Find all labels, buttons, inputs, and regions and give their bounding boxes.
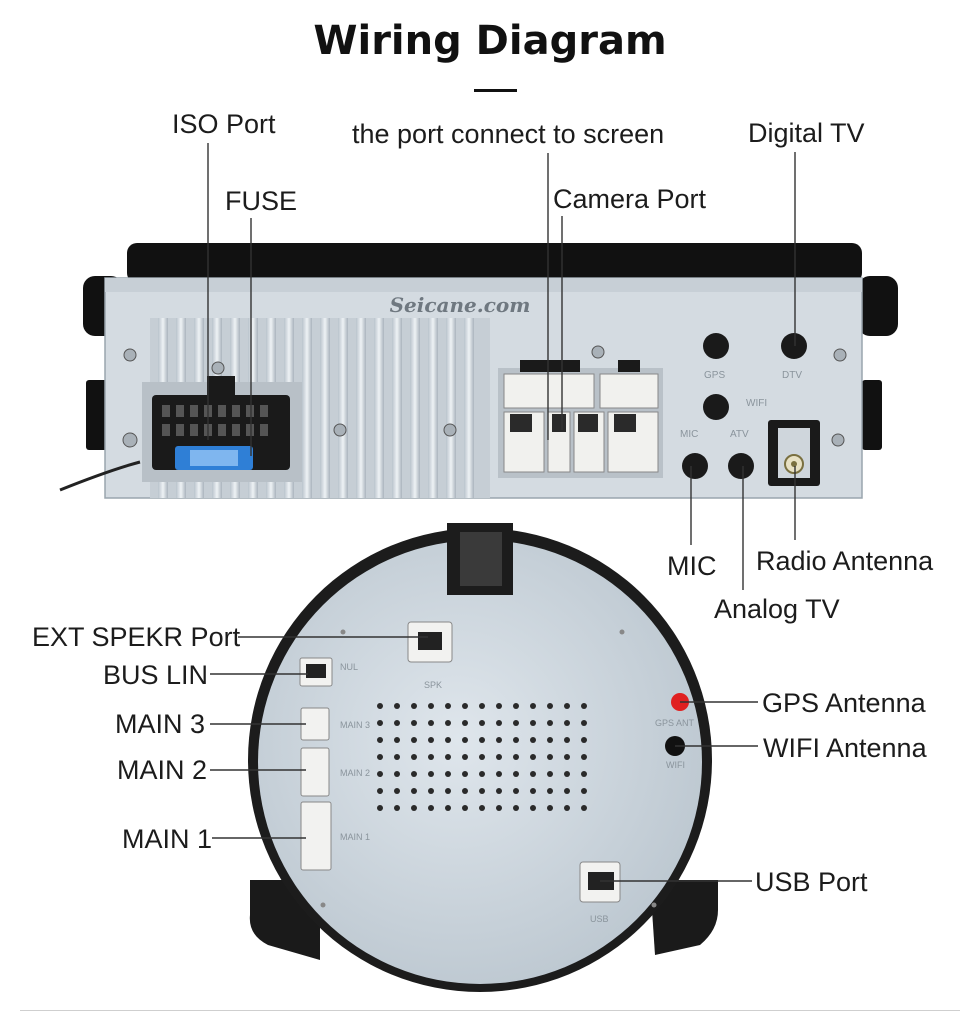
wifi-jack [703, 394, 729, 420]
seicane-watermark: Seicane.com [390, 293, 531, 317]
label-digital-tv: Digital TV [748, 118, 865, 148]
atv-jack [728, 453, 754, 479]
label-ext-spekr-port: EXT SPEKR Port [32, 622, 241, 652]
radio-unit-back: Seicane.com [59, 243, 898, 499]
atv-marking: ATV [730, 429, 749, 440]
screen-camera-connectors [498, 360, 663, 478]
label-bus-lin: BUS LIN [103, 660, 209, 690]
label-main1: MAIN 1 [122, 824, 213, 854]
main3-marking: MAIN 3 [340, 720, 370, 730]
gps-jack [703, 333, 729, 359]
main1-marking: MAIN 1 [340, 832, 370, 842]
dtv-marking: DTV [782, 370, 802, 381]
main2-marking: MAIN 2 [340, 768, 370, 778]
main2-connector [300, 747, 330, 797]
main1-connector [300, 801, 332, 871]
title-underline [474, 89, 517, 92]
label-camera-port: Camera Port [553, 184, 707, 214]
label-main2: MAIN 2 [117, 755, 208, 785]
label-wifi-antenna: WIFI Antenna [763, 733, 927, 763]
speaker-grille [377, 703, 587, 811]
nul-marking: NUL [340, 662, 358, 672]
label-main3: MAIN 3 [115, 709, 206, 739]
mic-marking: MIC [680, 429, 698, 440]
spk-marking: SPK [424, 680, 442, 690]
bottom-divider [20, 1010, 960, 1011]
gps-marking: GPS [704, 370, 725, 381]
usb-marking: USB [590, 914, 609, 924]
label-radio-antenna: Radio Antenna [756, 546, 934, 576]
label-mic: MIC [667, 551, 717, 581]
gps-ant-marking: GPS ANT [655, 718, 695, 728]
iso-port [142, 376, 302, 482]
radio-antenna-socket [768, 420, 820, 486]
fuse [175, 446, 253, 470]
label-iso-port: ISO Port [172, 109, 276, 139]
label-gps-antenna: GPS Antenna [762, 688, 926, 718]
page-title: Wiring Diagram [313, 18, 667, 64]
wifi-small-marking: WIFI [666, 760, 685, 770]
label-fuse: FUSE [225, 186, 298, 216]
dtv-jack [781, 333, 807, 359]
label-analog-tv: Analog TV [714, 594, 840, 624]
mic-jack [682, 453, 708, 479]
leader-lines [207, 143, 796, 882]
label-screen-port: the port connect to screen [352, 119, 665, 149]
wifi-marking: WIFI [746, 398, 767, 409]
label-usb-port: USB Port [755, 867, 868, 897]
round-unit-back: SPK NUL MAIN 3 MAIN 2 MAIN 1 GPS ANT WIF… [248, 523, 718, 992]
